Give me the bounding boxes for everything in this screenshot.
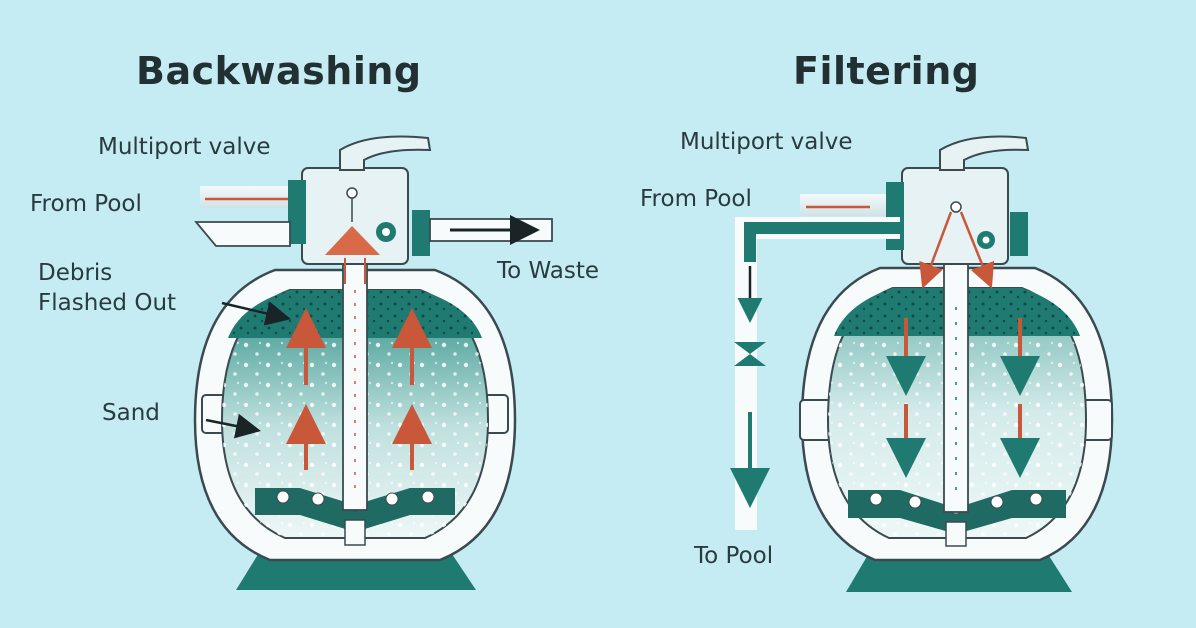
to-pool-label: To Pool: [694, 543, 774, 569]
filtering-filter: [730, 135, 1114, 592]
filtering-multiport-valve-label: Multiport valve: [680, 129, 853, 155]
filtering-from-pool-label: From Pool: [640, 186, 752, 212]
to-waste-label: To Waste: [497, 258, 600, 284]
filtering-title: Filtering: [793, 49, 980, 93]
debris-label-line1: Debris: [38, 260, 113, 286]
backwashing-filter: [193, 135, 553, 590]
sand-label: Sand: [102, 400, 160, 426]
standpipe: [342, 261, 368, 511]
debris-label-line2: Flashed Out: [38, 290, 177, 316]
backwashing-multiport-valve-label: Multiport valve: [98, 134, 271, 160]
backwashing-from-pool-label: From Pool: [30, 191, 142, 217]
valve-handle: [339, 135, 432, 171]
backwashing-title: Backwashing: [136, 49, 422, 93]
